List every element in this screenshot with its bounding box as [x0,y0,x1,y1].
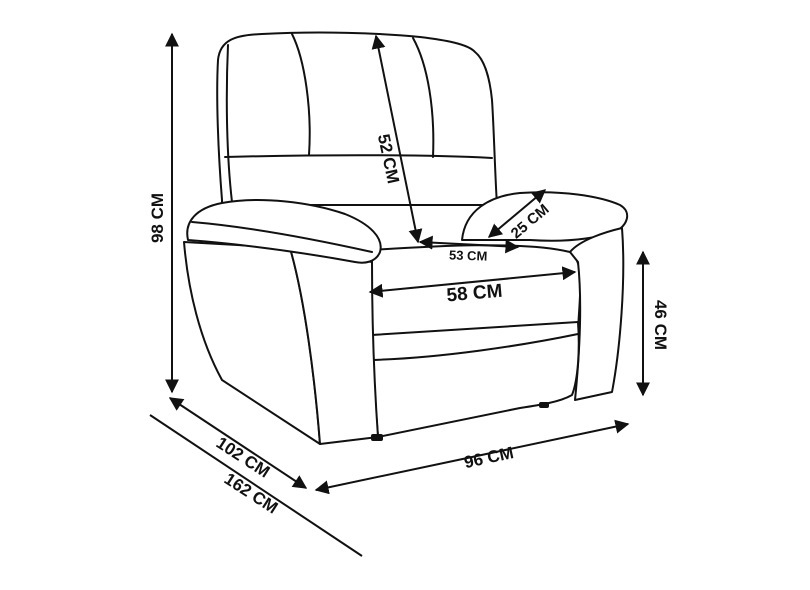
backrest [216,31,498,206]
front-right-foot [539,402,549,408]
seat-depth-label: 53 CM [449,247,488,263]
armrest-width-arrow [487,189,547,238]
seat-width-arrow [368,266,577,298]
backrest-seam-left [291,33,311,156]
left-armrest-seam [191,221,373,253]
backrest-seam-left-outer [225,44,233,203]
seat-width-label: 58 CM [446,281,504,307]
height-total-label: 98 CM [148,193,167,243]
depth-label: 102 CM [213,433,273,481]
seat-height-label: 46 CM [651,300,670,350]
depth-reclined-label: 162 CM [221,469,281,517]
depth-reclined-line [149,414,363,557]
seat-depth-arrow [418,235,520,254]
depth-arrow [168,397,308,489]
front-panel-seam [371,333,579,361]
dimension-lines [149,32,650,557]
backrest-height-arrow [371,34,423,244]
width-arrow [314,419,630,495]
backrest-seam-horizontal [224,154,493,159]
width-label: 96 CM [462,443,515,472]
front-left-foot [371,434,383,441]
armchair-drawing [183,31,629,445]
right-side-panel [569,227,625,401]
